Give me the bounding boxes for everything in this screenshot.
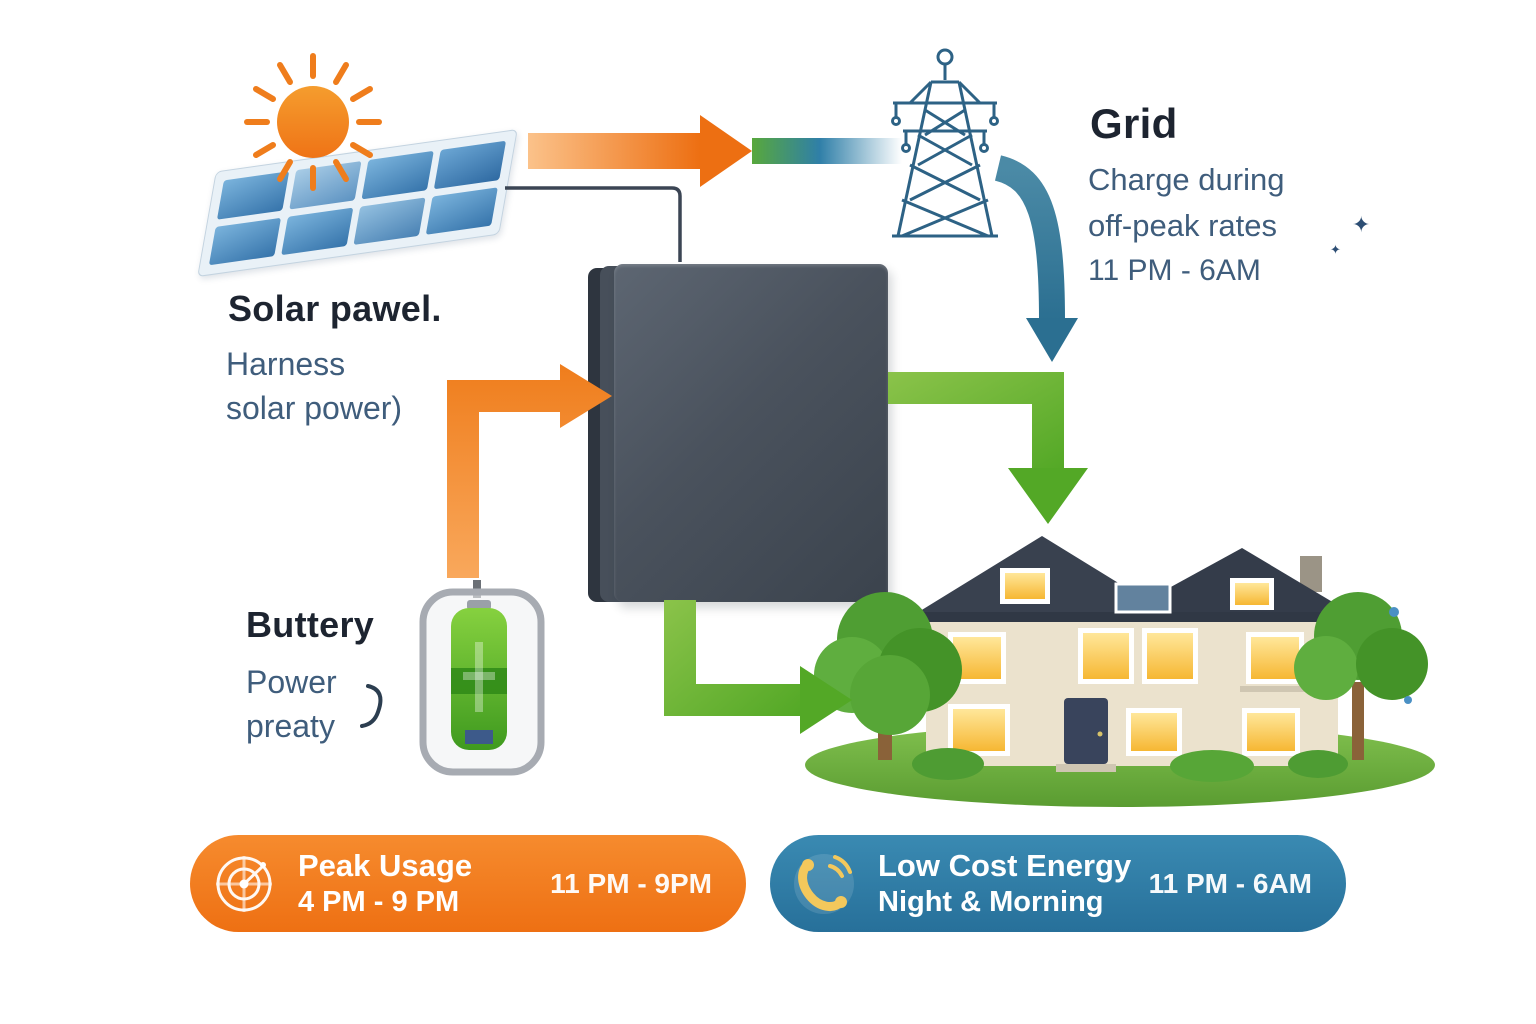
arrow-box-to-house-right <box>888 372 1088 524</box>
front-door <box>1056 698 1116 772</box>
decor-dot <box>1389 607 1399 617</box>
low-cost-energy-pill: Low Cost Energy Night & Morning 11 PM - … <box>770 835 1346 932</box>
grid-desc-line2: off-peak rates <box>1088 208 1277 243</box>
phone-icon <box>792 852 856 916</box>
bushes <box>912 748 1348 782</box>
peak-usage-pill: Peak Usage 4 PM - 9 PM 11 PM - 9PM <box>190 835 746 932</box>
arrow-solar-to-grid <box>528 115 902 187</box>
grid-desc-line1: Charge during <box>1088 162 1285 197</box>
battery-device-icon <box>419 580 545 776</box>
grid-tower-icon <box>891 48 999 238</box>
decor-squiggle <box>360 684 383 728</box>
lowcost-pill-title: Low Cost Energy <box>878 848 1132 884</box>
lowcost-pill-time: 11 PM - 6AM <box>1148 867 1312 899</box>
battery-desc-line2: preaty <box>246 708 335 744</box>
peak-pill-time: 11 PM - 9PM <box>550 867 712 899</box>
first-floor-windows <box>948 704 1300 756</box>
lowcost-pill-subtitle: Night & Morning <box>878 885 1104 918</box>
solar-desc-line1: Harness <box>226 346 346 382</box>
battery-title: Buttery <box>246 604 375 645</box>
peak-pill-title: Peak Usage <box>298 848 473 884</box>
decor-dot <box>1404 696 1412 704</box>
arrow-grid-to-house <box>994 155 1078 362</box>
sparkle-icon: ✦ <box>1330 242 1341 257</box>
sun-icon <box>244 53 382 191</box>
arrow-battery-to-box <box>447 364 612 578</box>
roof-fascia <box>908 612 1358 622</box>
grid-desc-line3: 11 PM - 6AM <box>1088 254 1261 287</box>
grid-title: Grid <box>1090 100 1178 147</box>
tree-right <box>1294 592 1428 760</box>
chimney <box>1300 556 1322 592</box>
radar-target-icon <box>212 852 276 916</box>
connector-panel-to-box <box>505 186 682 262</box>
attic-windows <box>1000 568 1274 614</box>
inverter-box <box>614 264 888 602</box>
sparkle-icon: ✦ <box>1352 212 1371 237</box>
solar-title: Solar pawel. <box>228 288 442 329</box>
house-illustration <box>805 536 1435 807</box>
arrow-box-to-house-bottom <box>664 600 852 734</box>
peak-pill-subtitle: 4 PM - 9 PM <box>298 885 460 918</box>
solar-desc-line2: solar power) <box>226 390 403 426</box>
battery-desc-line1: Power <box>246 664 337 700</box>
